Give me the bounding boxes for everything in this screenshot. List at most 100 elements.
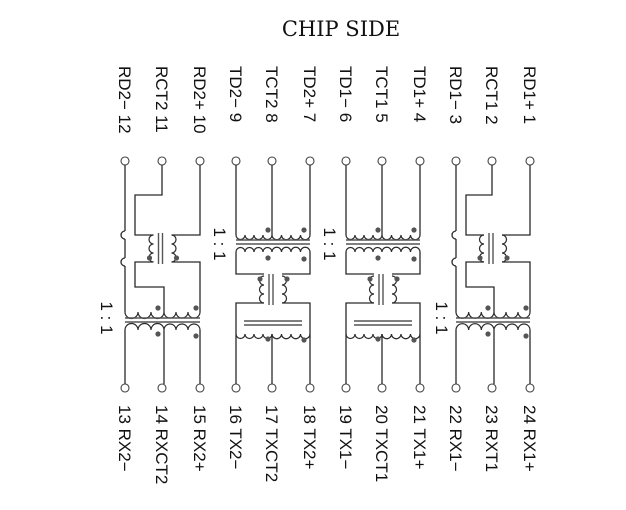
- polarity-dot: [146, 255, 153, 261]
- polarity-dot: [411, 227, 417, 233]
- wire: [171, 165, 201, 236]
- winding-coil: [124, 322, 165, 331]
- wire-crossover: [120, 257, 126, 267]
- bottom-pin-label: 18 TX2+: [300, 405, 319, 470]
- wire: [282, 252, 311, 275]
- polarity-dot: [301, 256, 307, 262]
- pin-terminal: [377, 383, 387, 393]
- winding-coil: [271, 333, 311, 340]
- pin-terminal: [195, 383, 205, 393]
- winding-coil: [381, 234, 421, 241]
- turns-ratio-labels: 1 : 1 1 : 1 1 : 1 1 : 1: [97, 227, 451, 334]
- pin-terminal: [451, 156, 461, 166]
- polarity-dot: [265, 255, 271, 261]
- pin-terminal: [231, 383, 241, 393]
- polarity-dot: [504, 255, 510, 261]
- magnetics-circuit: [120, 165, 531, 384]
- bottom-pin-label: 22 RX1−: [446, 405, 465, 472]
- top-pin-label: TD2+ 7: [300, 66, 319, 122]
- wire: [502, 165, 531, 236]
- pin-terminal: [415, 156, 425, 166]
- winding-coil: [235, 246, 273, 253]
- winding-coil: [271, 246, 311, 253]
- polarity-dot: [367, 276, 373, 282]
- top-pin-label: TCT1 5: [372, 66, 391, 123]
- turns-ratio-label: 1 : 1: [432, 301, 451, 334]
- winding-coil: [493, 323, 531, 331]
- wire: [345, 302, 374, 334]
- wire: [345, 252, 374, 275]
- polarity-dot: [301, 337, 307, 343]
- top-pin-label: RD1− 3: [446, 66, 465, 124]
- turns-ratio-label: 1 : 1: [97, 301, 116, 334]
- polarity-dot: [523, 333, 529, 339]
- polarity-dot: [193, 333, 199, 339]
- polarity-dot: [523, 305, 529, 311]
- winding-coil: [493, 311, 531, 319]
- polarity-dot: [375, 227, 381, 233]
- bottom-pin-label: 23 RXT1: [482, 405, 501, 472]
- pin-terminal: [231, 156, 241, 166]
- pin-terminals: [120, 156, 535, 393]
- wire: [134, 165, 163, 236]
- bottom-pin-label: 14 RXCT2: [152, 405, 171, 484]
- winding-coil: [235, 234, 273, 241]
- top-pin-label: TD1+ 4: [410, 66, 429, 122]
- pin-terminal: [451, 383, 461, 393]
- top-pin-label: TD1− 6: [336, 66, 355, 122]
- polarity-dot: [477, 255, 483, 261]
- winding-coil: [235, 333, 273, 340]
- winding-coil: [381, 246, 421, 253]
- winding-coil: [345, 333, 383, 340]
- pin-terminal: [305, 156, 315, 166]
- polarity-dot: [265, 227, 271, 233]
- winding-coil: [163, 311, 201, 319]
- winding-coil: [381, 333, 421, 340]
- pin-terminal: [267, 156, 277, 166]
- pin-terminal: [120, 156, 130, 166]
- top-pin-label: RCT2 11: [152, 66, 171, 133]
- pin-terminal: [341, 156, 351, 166]
- pin-terminal: [195, 156, 205, 166]
- top-pin-label: RCT1 2: [482, 66, 501, 125]
- polarity-dot: [265, 336, 271, 342]
- polarity-dot: [284, 276, 290, 282]
- bottom-pin-label: 16 TX2−: [226, 405, 245, 470]
- turns-ratio-label: 1 : 1: [320, 227, 339, 260]
- polarity-dot: [155, 305, 161, 311]
- polarity-dot: [411, 337, 417, 343]
- polarity-dot: [394, 276, 400, 282]
- winding-coil: [163, 323, 201, 331]
- pin-terminal: [305, 383, 315, 393]
- pin-terminal: [157, 383, 167, 393]
- bottom-pin-label: 21 TX1+: [410, 405, 429, 470]
- wire-crossover: [120, 230, 126, 240]
- bottom-pin-label: 13 RX2−: [115, 405, 134, 472]
- pin-terminal: [377, 156, 387, 166]
- polarity-dot: [301, 227, 307, 233]
- pin-terminal: [341, 383, 351, 393]
- wire: [171, 261, 201, 312]
- pin-terminal: [120, 383, 130, 393]
- turns-ratio-label: 1 : 1: [210, 227, 229, 260]
- polarity-dot: [375, 255, 381, 261]
- pin-terminal: [487, 156, 497, 166]
- wire: [282, 302, 311, 334]
- wire: [465, 261, 495, 312]
- bottom-pin-label: 19 TX1−: [336, 405, 355, 470]
- polarity-dot: [375, 336, 381, 342]
- polarity-dot: [485, 331, 491, 337]
- wire: [235, 252, 264, 275]
- bottom-pin-label: 17 TXCT2: [262, 405, 281, 482]
- wire: [134, 261, 165, 312]
- chip-side-title: CHIP SIDE: [282, 17, 400, 41]
- winding-coil: [271, 234, 311, 241]
- polarity-dot: [485, 305, 491, 311]
- top-pin-label: RD2+ 10: [190, 66, 209, 134]
- top-pin-label: TCT2 8: [262, 66, 281, 123]
- wire: [235, 302, 264, 334]
- pin-terminal: [525, 383, 535, 393]
